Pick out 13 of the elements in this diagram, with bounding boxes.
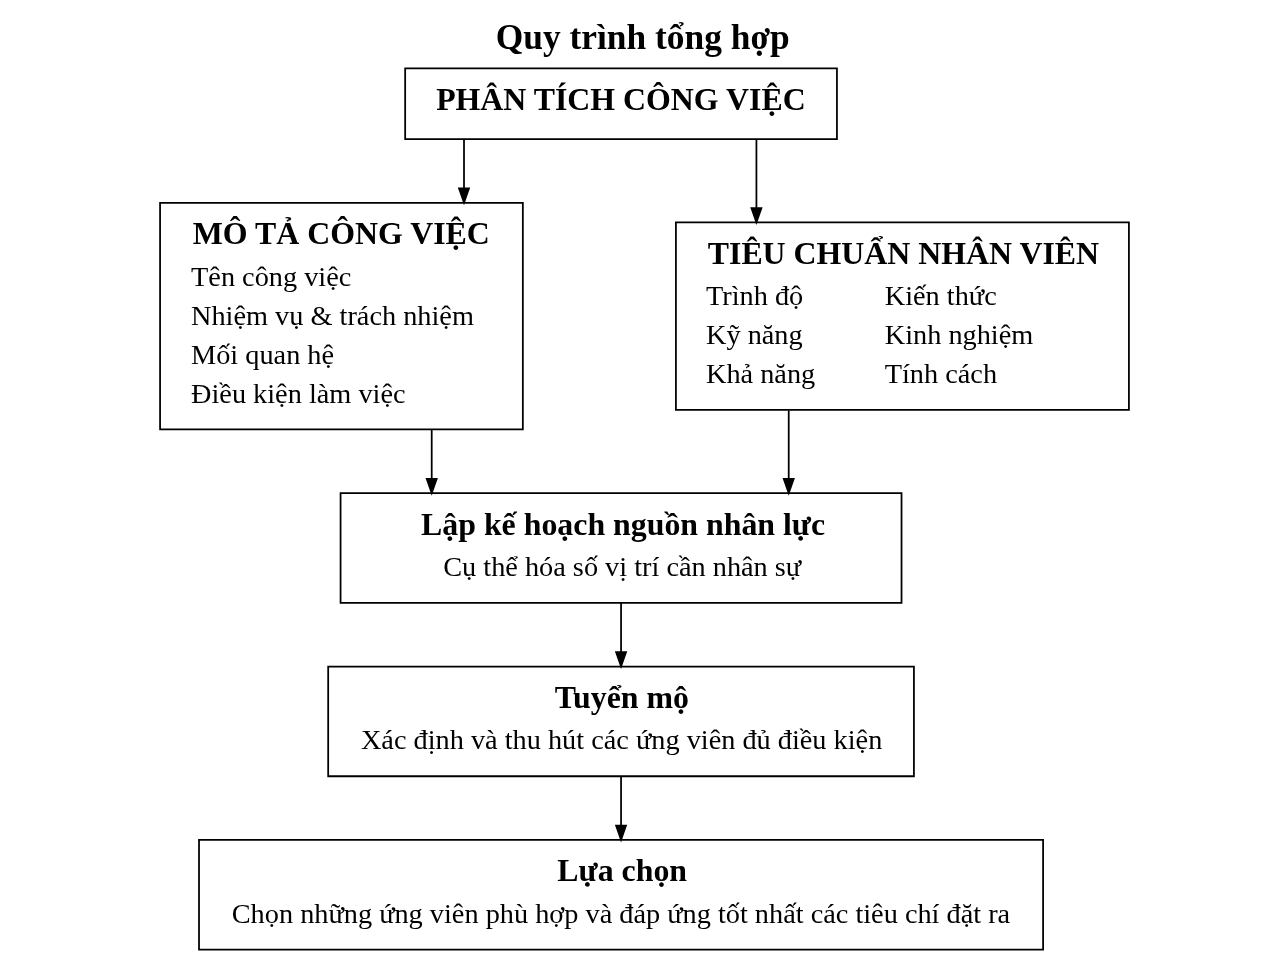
arrow xyxy=(749,138,763,225)
arrow xyxy=(782,409,795,496)
arrow xyxy=(614,601,627,669)
node-box: Tuyển mộ Xác định và thu hút các ứng viên đủ điều kiện xyxy=(326,665,915,778)
node-box: MÔ TẢ CÔNG VIỆC Tên công việc Nhiệm vụ & trách nhiệm Mối quan hệ Điều kiện làm việc xyxy=(158,202,524,431)
diagram-title: Quy trình tổng hợp xyxy=(495,16,790,57)
node-box: PHÂN TÍCH CÔNG VIỆC xyxy=(403,67,838,141)
arrow xyxy=(457,138,470,206)
arrow xyxy=(614,775,627,843)
node-box: Lựa chọn Chọn những ứng viên phù hợp và đáp ứng tốt nhất các tiêu chí đặt ra xyxy=(197,839,1044,951)
node-box: TIÊU CHUẨN NHÂN VIÊN Trình độ Kiến thức Kỹ năng Kinh nghiệm Khả năng Tính cách xyxy=(674,221,1130,411)
arrow xyxy=(425,429,438,496)
node-box: Lập kế hoạch nguồn nhân lực Cụ thể hóa số vị trí cần nhân sự xyxy=(339,492,902,604)
